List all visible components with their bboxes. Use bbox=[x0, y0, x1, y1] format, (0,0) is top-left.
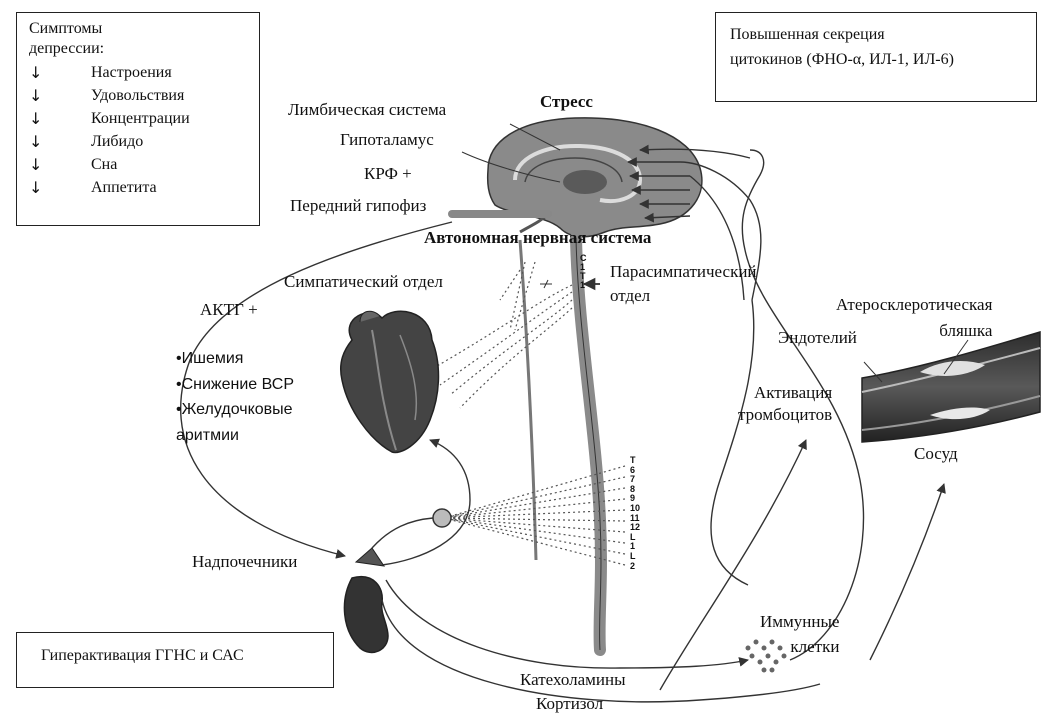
arrow-down-icon: ↓ bbox=[29, 109, 91, 128]
label-endothelium: Эндотелий bbox=[778, 328, 857, 348]
label-atherosclerotic-plaque: Атеросклеротическая бляшка bbox=[836, 292, 992, 343]
symptom-label: Либидо bbox=[91, 133, 143, 151]
label-catecholamines: Катехоламины bbox=[520, 670, 626, 690]
cytokines-text: Повышенная секреция цитокинов (ФНО-α, ИЛ… bbox=[730, 23, 1022, 73]
label-hypothalamus: Гипоталамус bbox=[340, 130, 434, 150]
arrow-down-icon: ↓ bbox=[29, 178, 91, 197]
label-heart-effects: •Ишемия •Снижение ВСР •Желудочковые арит… bbox=[176, 346, 294, 448]
label-vessel: Сосуд bbox=[914, 444, 958, 464]
label-adrenals: Надпочечники bbox=[192, 552, 297, 572]
symptom-row: ↓Настроения bbox=[29, 61, 247, 84]
symptom-row: ↓Удовольствия bbox=[29, 84, 247, 107]
symptom-row: ↓Концентрации bbox=[29, 107, 247, 130]
vessel-arrow bbox=[870, 484, 944, 660]
spine-marks-thoracolumbar: T 6 7 8 9 10 11 12 L 1 L 2 bbox=[630, 456, 640, 571]
label-anterior-pituitary: Передний гипофиз bbox=[290, 196, 426, 216]
arrow-down-icon: ↓ bbox=[29, 63, 91, 82]
ganglion-node bbox=[433, 509, 451, 527]
label-acth: АКТГ + bbox=[200, 300, 258, 320]
label-crf: КРФ + bbox=[364, 164, 412, 184]
catecholamine-heart-arrow bbox=[382, 440, 470, 565]
vessel-illustration bbox=[862, 332, 1040, 442]
symptoms-list: ↓Настроения↓Удовольствия↓Концентрации↓Ли… bbox=[29, 61, 247, 199]
symptom-label: Сна bbox=[91, 156, 117, 174]
label-immune-cells: Иммунные клетки bbox=[760, 610, 839, 659]
symptom-label: Настроения bbox=[91, 64, 172, 82]
label-cortisol: Кортизол bbox=[536, 694, 603, 714]
hyperactivation-box: Гиперактивация ГГНС и САС bbox=[16, 632, 334, 688]
brain-illustration bbox=[488, 118, 702, 237]
heart-illustration bbox=[341, 311, 439, 452]
sympathetic-chain bbox=[520, 240, 536, 560]
symptom-row: ↓Либидо bbox=[29, 130, 247, 153]
label-limbic-system: Лимбическая система bbox=[288, 100, 446, 120]
cytokines-box: Повышенная секреция цитокинов (ФНО-α, ИЛ… bbox=[715, 12, 1037, 102]
symptom-row: ↓Аппетита bbox=[29, 176, 247, 199]
symptom-label: Концентрации bbox=[91, 110, 190, 128]
arrow-down-icon: ↓ bbox=[29, 155, 91, 174]
label-sympathetic: Симпатический отдел bbox=[284, 272, 443, 292]
symptoms-title: Симптомы депрессии: bbox=[29, 19, 247, 59]
arrow-down-icon: ↓ bbox=[29, 86, 91, 105]
spine-marks-cervical: C 1 T 1 bbox=[580, 254, 587, 290]
label-stress: Стресс bbox=[540, 92, 593, 112]
hyperactivation-text: Гиперактивация ГГНС и САС bbox=[41, 647, 309, 665]
arrow-down-icon: ↓ bbox=[29, 132, 91, 151]
label-autonomic-nervous-system: Автономная нервная система bbox=[424, 228, 651, 248]
symptom-label: Аппетита bbox=[91, 179, 157, 197]
catecholamine-immune-arrow bbox=[386, 580, 748, 668]
symptoms-box: Симптомы депрессии: ↓Настроения↓Удовольс… bbox=[16, 12, 260, 226]
adrenal-ganglion-line bbox=[372, 518, 433, 548]
symptom-label: Удовольствия bbox=[91, 87, 184, 105]
label-platelets: Активация тромбоцитов bbox=[738, 382, 832, 426]
label-parasympathetic: Парасимпатический отдел bbox=[610, 260, 757, 308]
symptom-row: ↓Сна bbox=[29, 153, 247, 176]
parasympathetic-path bbox=[711, 300, 754, 585]
